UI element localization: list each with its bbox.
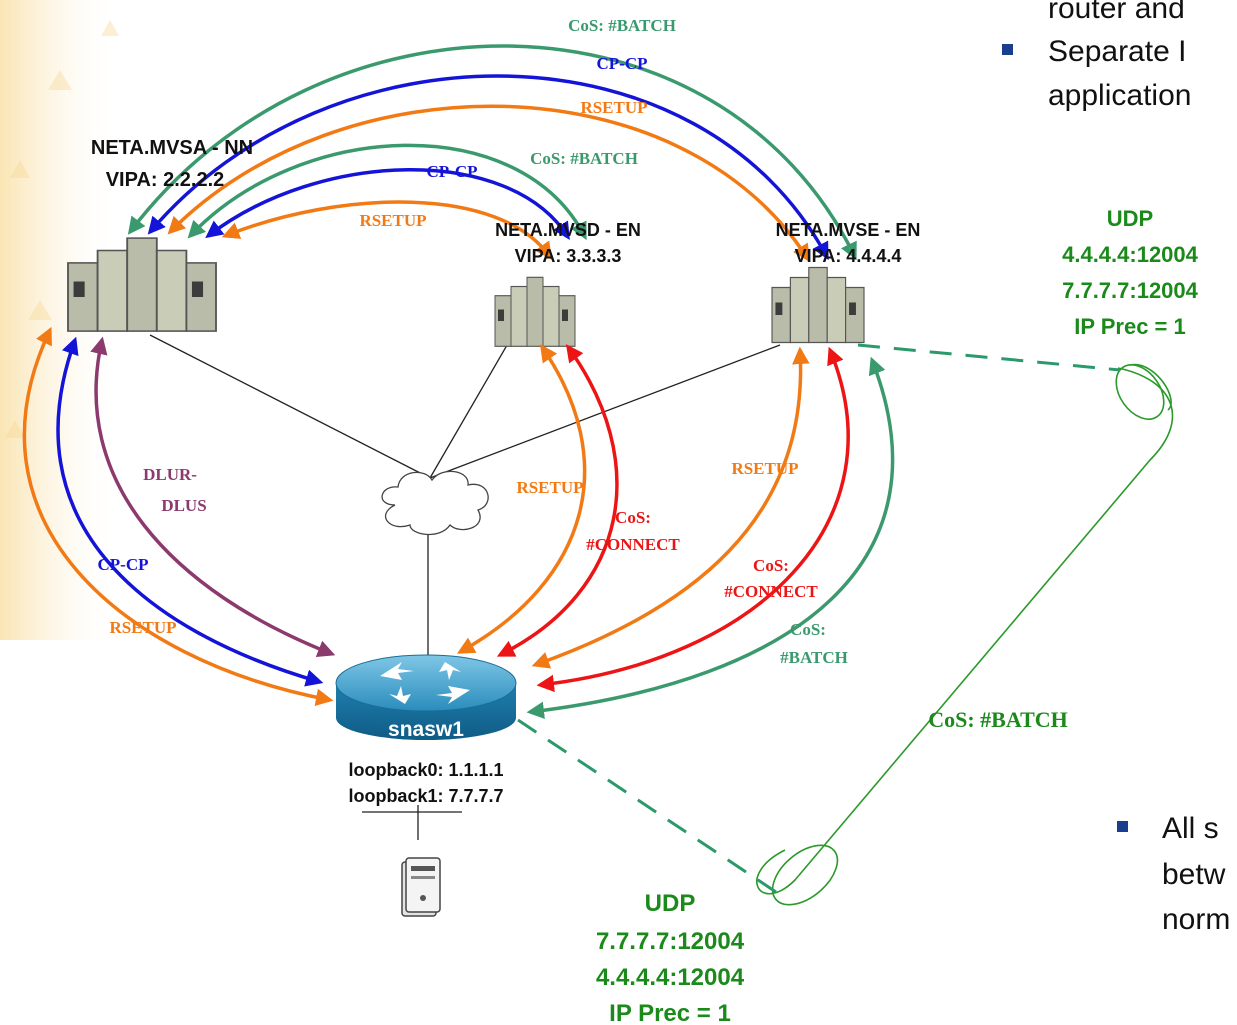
label-dlur-1: DLUR- — [143, 465, 197, 484]
label-e-cos-2: #CONNECT — [724, 582, 818, 601]
udp-bottom-line4: IP Prec = 1 — [609, 1000, 731, 1025]
udp-bottom-line1: UDP — [645, 890, 696, 917]
label-top-batch: CoS: #BATCH — [568, 16, 676, 35]
router-snasw1 — [335, 654, 517, 740]
host-server-icon — [401, 857, 441, 917]
label-left-cpcp: CP-CP — [98, 555, 149, 574]
udp-right-block: UDP 4.4.4.4:12004 7.7.7.7:12004 IP Prec … — [1062, 206, 1199, 339]
udp-bottom-line3: 4.4.4.4:12004 — [596, 964, 745, 991]
arc-d-connect — [496, 344, 619, 657]
label-tunnel-batch: CoS: #BATCH — [928, 707, 1068, 732]
bullet-top-line3: application — [1048, 79, 1191, 112]
udp-right-line1: UDP — [1107, 206, 1153, 231]
label-e-batch-1: CoS: — [790, 620, 826, 639]
label-d-cos-2: #CONNECT — [586, 535, 680, 554]
arc-left-dlur — [90, 336, 336, 657]
arc-mid-batch — [187, 143, 587, 241]
mvsa-vipa: VIPA: 2.2.2.2 — [106, 169, 225, 191]
label-e-cos-1: CoS: — [753, 556, 789, 575]
udp-right-line3: 7.7.7.7:12004 — [1062, 278, 1199, 303]
arc-e-batch — [526, 356, 895, 720]
bullet-bottom-line2: betw — [1162, 858, 1226, 891]
bullet-bottom-marker — [1117, 821, 1128, 832]
mvsa-mainframe — [67, 237, 217, 333]
bullet-bottom-line1: All s — [1162, 812, 1219, 845]
arc-e-rsetup — [531, 346, 810, 669]
label-mid-batch: CoS: #BATCH — [530, 149, 638, 168]
bullet-top-line2: Separate I — [1048, 35, 1186, 68]
tunnel-dashes — [517, 343, 1121, 900]
mvsa-name: NETA.MVSA - NN — [91, 137, 253, 159]
router-loopback0: loopback0: 1.1.1.1 — [348, 760, 503, 780]
udp-bottom-block: UDP 7.7.7.7:12004 4.4.4.4:12004 IP Prec … — [596, 890, 745, 1025]
arc-mid-rsetup — [221, 200, 553, 260]
label-left-rsetup: RSETUP — [109, 618, 176, 637]
label-top-cpcp: CP-CP — [597, 54, 648, 73]
router-loopback1: loopback1: 7.7.7.7 — [348, 786, 503, 806]
label-top-rsetup: RSETUP — [580, 98, 647, 117]
bullet-bottom-line3: norm — [1162, 903, 1230, 936]
link-mvsd-cloud — [429, 339, 511, 479]
arc-top-batch — [127, 44, 857, 261]
network-cloud — [381, 470, 489, 536]
arc-left-rsetup — [22, 326, 334, 706]
udp-tunnel — [756, 363, 1174, 906]
label-d-cos-1: CoS: — [615, 508, 651, 527]
bullet-top-marker — [1002, 44, 1013, 55]
router-name: snasw1 — [388, 718, 464, 741]
label-e-batch-2: #BATCH — [780, 648, 848, 667]
udp-right-line4: IP Prec = 1 — [1074, 314, 1186, 339]
label-e-rsetup: RSETUP — [731, 459, 798, 478]
link-mvsa-cloud — [149, 334, 431, 479]
mvse-name: NETA.MVSE - EN — [776, 220, 921, 240]
label-mid-cpcp: CP-CP — [427, 162, 478, 181]
label-dlur-2: DLUS — [161, 496, 206, 515]
mvsd-name: NETA.MVSD - EN — [495, 220, 641, 240]
arc-top-cpcp — [147, 74, 829, 261]
label-d-rsetup: RSETUP — [516, 478, 583, 497]
label-mid-rsetup: RSETUP — [359, 211, 426, 230]
udp-bottom-line2: 7.7.7.7:12004 — [596, 928, 745, 955]
mvsd-vipa: VIPA: 3.3.3.3 — [515, 246, 622, 266]
mvse-vipa: VIPA: 4.4.4.4 — [795, 246, 902, 266]
arc-top-rsetup — [167, 104, 810, 262]
arc-mid-cpcp — [205, 168, 570, 240]
mvse-mainframe — [771, 266, 865, 344]
bullet-top-line1: router and — [1048, 0, 1185, 25]
mvsd-mainframe — [494, 276, 576, 347]
udp-right-line2: 4.4.4.4:12004 — [1062, 242, 1199, 267]
